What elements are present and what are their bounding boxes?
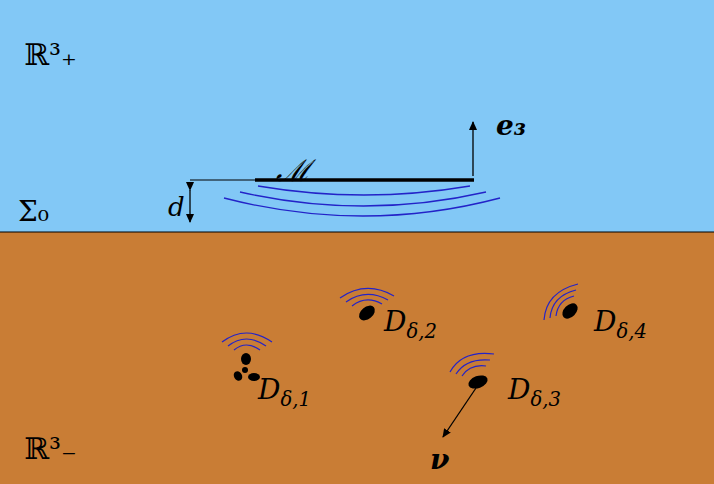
- dimension-tick: [190, 180, 255, 181]
- wave-arcs: [544, 284, 578, 320]
- upper-half-space: [0, 0, 714, 232]
- plate-label: ℳ: [276, 156, 311, 186]
- normal-vector: [472, 122, 473, 176]
- dimension-label: d: [168, 194, 185, 220]
- inclusion-label: Dδ,2: [384, 308, 437, 341]
- inclusion-shape: [559, 300, 580, 321]
- vector-label: e₃: [496, 112, 526, 140]
- vector-label: ν: [430, 446, 449, 474]
- inclusion-label: Dδ,1: [258, 376, 311, 409]
- inclusion-label: Dδ,3: [508, 376, 561, 409]
- wave-arcs: [340, 288, 394, 306]
- region-label: ℝ³₋: [24, 434, 77, 464]
- interface-label: Σ₀: [18, 198, 49, 226]
- region-label: ℝ³₊: [24, 40, 77, 70]
- wave-arcs: [224, 186, 500, 216]
- wave-arcs: [222, 333, 272, 350]
- normal-vector: [443, 388, 476, 437]
- dimension-arrow: [189, 190, 190, 222]
- inclusion-label: Dδ,4: [594, 308, 647, 341]
- inclusion-shape: [356, 303, 378, 324]
- inclusion-shape: [232, 353, 260, 382]
- lower-half-space: [0, 232, 714, 484]
- interface-line: [0, 232, 714, 233]
- wave-arcs: [450, 353, 494, 376]
- inclusion-shape: [467, 373, 490, 391]
